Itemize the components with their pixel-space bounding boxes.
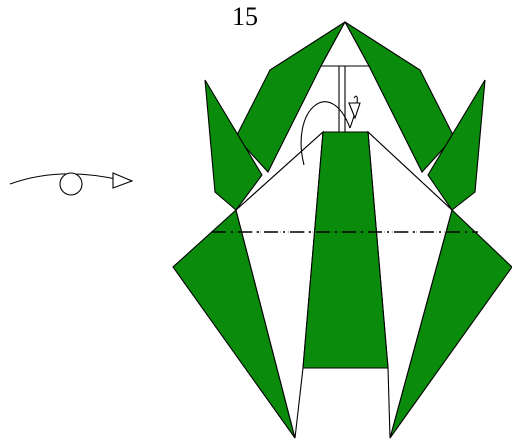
step-number: 15 — [232, 2, 258, 31]
central-strip — [302, 131, 389, 369]
valley-fold-arrow-icon — [300, 95, 361, 166]
turn-over-arrow-icon — [9, 172, 134, 196]
